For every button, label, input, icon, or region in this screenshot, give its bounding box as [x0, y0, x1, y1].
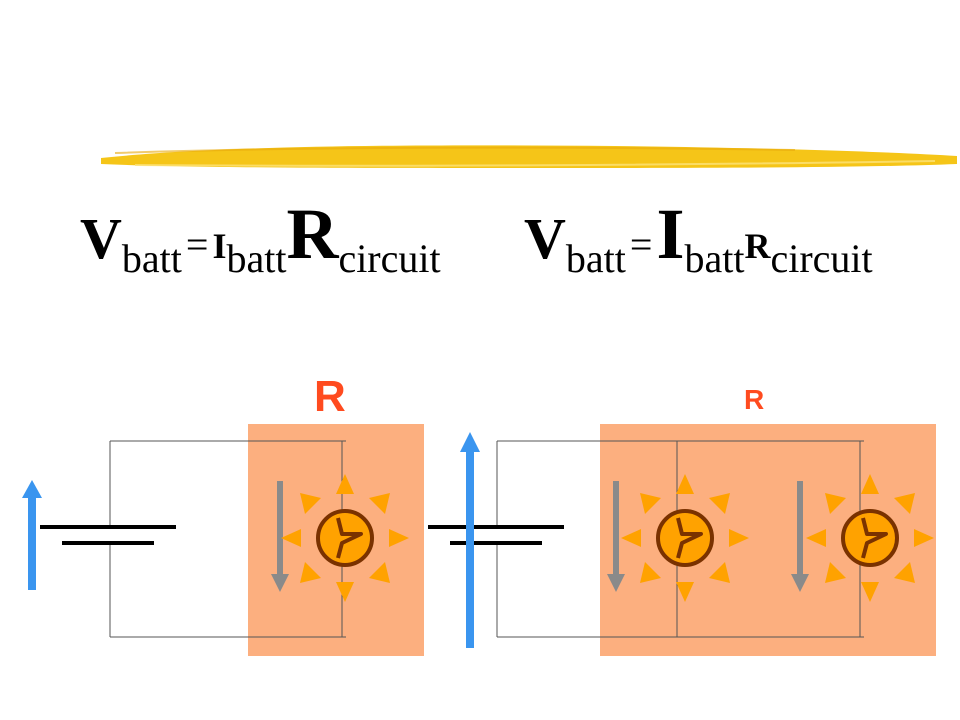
- light-bulb-icon: [279, 472, 411, 604]
- equation-left-v: V: [80, 206, 122, 271]
- battery-current-arrow-left: [22, 480, 42, 590]
- equation-left-i: I: [212, 226, 227, 266]
- equation-left-v-sub: batt: [121, 236, 182, 281]
- battery-symbol-left: [40, 525, 176, 545]
- equation-left-r-sub: circuit: [338, 236, 441, 281]
- equation-left-r: R: [286, 194, 339, 274]
- circuit-left: [22, 424, 424, 656]
- battery-current-arrow-right: [460, 432, 480, 648]
- equation-right-v-sub: batt: [565, 236, 626, 281]
- battery-symbol-right: [428, 525, 564, 545]
- equation-right: Vbatt = IbattRcircuit: [524, 198, 873, 288]
- equation-right-equals: =: [629, 222, 653, 267]
- highlight-stroke: [101, 145, 957, 168]
- equation-left-equals: =: [185, 222, 209, 267]
- bulb-current-arrow-left: [271, 481, 289, 592]
- equation-left: Vbatt = IbattRcircuit: [80, 198, 441, 288]
- bulb-current-arrow-right-2: [791, 481, 809, 592]
- resistance-label-right: R: [744, 384, 765, 415]
- equation-right-r-sub: circuit: [770, 236, 873, 281]
- equation-right-v: V: [524, 206, 566, 271]
- circuit-right: [428, 424, 936, 656]
- equation-right-i: I: [656, 194, 685, 274]
- equation-right-i-sub: batt: [684, 236, 745, 281]
- light-bulb-icon: [619, 472, 751, 604]
- light-bulb-icon: [804, 472, 936, 604]
- equation-right-r: R: [744, 226, 771, 266]
- resistance-label-left: R: [314, 372, 346, 421]
- equation-left-i-sub: batt: [226, 236, 287, 281]
- bulb-current-arrow-right-1: [607, 481, 625, 592]
